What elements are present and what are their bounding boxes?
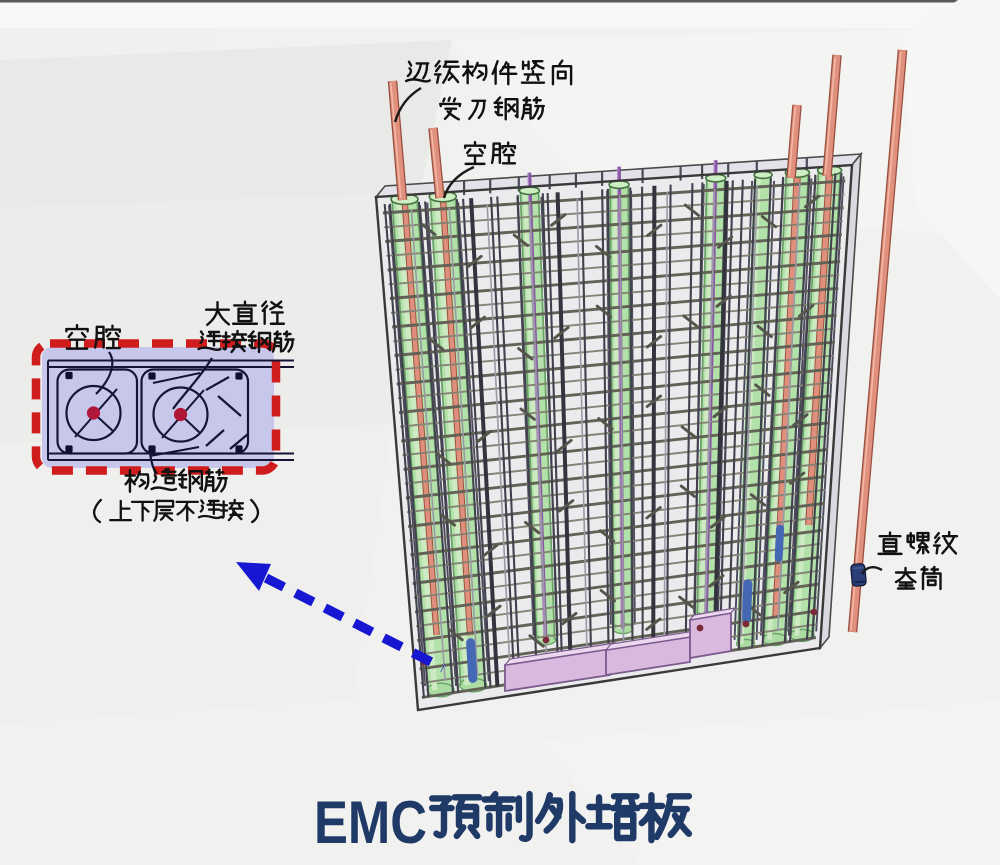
- svg-text:EMC: EMC: [314, 789, 427, 856]
